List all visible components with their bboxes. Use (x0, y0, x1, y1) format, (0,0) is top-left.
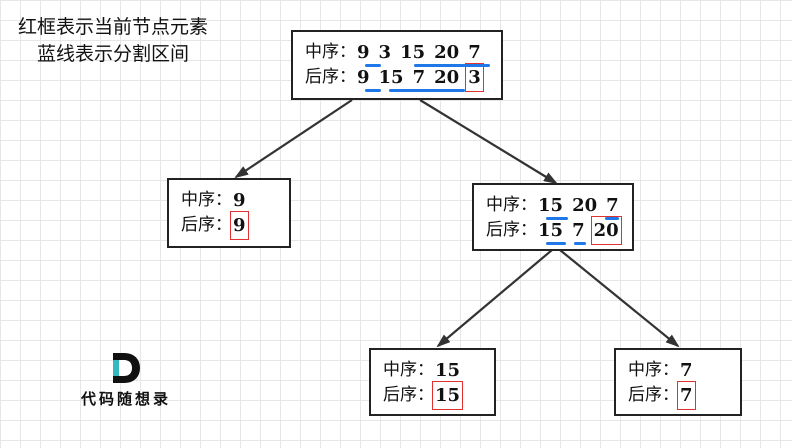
left-postorder-row: 后序： 9 (181, 211, 279, 240)
logo: 代码随想录 (78, 352, 174, 409)
edge-right-rl (436, 249, 553, 348)
rr-in-0: 7 (680, 360, 693, 381)
left-current-element: 9 (230, 211, 249, 240)
right-in-2: 7 (606, 195, 619, 216)
split-line-right-in-left (546, 217, 568, 220)
root-post-2: 7 (412, 67, 426, 88)
left-inorder-row: 中序： 9 (181, 188, 279, 213)
rr-postorder-row: 后序： 7 (628, 381, 730, 410)
rl-current-element: 15 (431, 381, 464, 410)
root-post-3: 20 (434, 67, 460, 88)
node-root: 中序： 9 3 15 20 7 后序： 9 15 7 20 3 (291, 30, 503, 100)
rr-current-element: 7 (677, 381, 696, 410)
rl-inorder-row: 中序： 15 (383, 358, 484, 383)
rl-postorder-row: 后序： 15 (383, 381, 484, 410)
split-line-root-post-right (389, 89, 465, 92)
split-line-right-post-left (546, 242, 566, 245)
split-line-right-post-right (574, 242, 586, 245)
root-postorder-row: 后序： 9 15 7 20 3 (305, 63, 491, 92)
node-left: 中序： 9 后序： 9 (167, 178, 291, 248)
inorder-label: 中序： (486, 195, 537, 215)
legend: 红框表示当前节点元素 蓝线表示分割区间 (8, 14, 218, 68)
split-line-right-in-right (605, 217, 619, 220)
right-postorder-row: 后序： 15 7 20 (486, 216, 622, 245)
root-current-element: 3 (465, 63, 484, 92)
edge-root-left (234, 99, 353, 179)
root-in-4: 7 (468, 42, 481, 63)
legend-line-red-box: 红框表示当前节点元素 (17, 16, 208, 38)
rl-in-0: 15 (435, 360, 461, 381)
edge-right-rr (559, 249, 680, 348)
node-right-right: 中序： 7 后序： 7 (614, 348, 742, 416)
right-post-0: 15 (538, 220, 564, 241)
postorder-label: 后序： (628, 385, 679, 405)
split-line-root-in-left (365, 64, 381, 67)
postorder-label: 后序： (305, 67, 356, 87)
logo-d-icon (113, 353, 140, 383)
root-post-0: 9 (357, 67, 370, 88)
postorder-label: 后序： (486, 220, 537, 240)
inorder-label: 中序： (383, 360, 434, 380)
right-current-element: 20 (590, 216, 622, 245)
root-in-0: 9 (357, 42, 370, 63)
postorder-label: 后序： (181, 215, 232, 235)
node-right-left: 中序： 15 后序： 15 (369, 348, 496, 416)
root-post-1: 15 (378, 67, 404, 88)
postorder-label: 后序： (383, 385, 434, 405)
right-post-1: 7 (572, 220, 585, 241)
root-in-2: 15 (400, 42, 426, 63)
inorder-label: 中序： (181, 190, 232, 210)
legend-line-blue-line: 蓝线表示分割区间 (36, 43, 189, 65)
root-inorder-row: 中序： 9 3 15 20 7 (305, 40, 491, 65)
split-line-root-in-right (414, 64, 490, 67)
logo-text: 代码随想录 (80, 390, 171, 408)
edge-root-right (419, 99, 558, 185)
right-in-0: 15 (538, 195, 564, 216)
rr-inorder-row: 中序： 7 (628, 358, 730, 383)
right-inorder-row: 中序： 15 20 7 (486, 193, 622, 218)
inorder-label: 中序： (305, 42, 356, 62)
left-in-0: 9 (233, 190, 246, 211)
node-right: 中序： 15 20 7 后序： 15 7 20 (472, 183, 634, 251)
split-line-root-post-left (365, 89, 381, 92)
root-in-1: 3 (378, 42, 392, 63)
right-in-1: 20 (572, 195, 598, 216)
inorder-label: 中序： (628, 360, 679, 380)
root-in-3: 20 (434, 42, 460, 63)
